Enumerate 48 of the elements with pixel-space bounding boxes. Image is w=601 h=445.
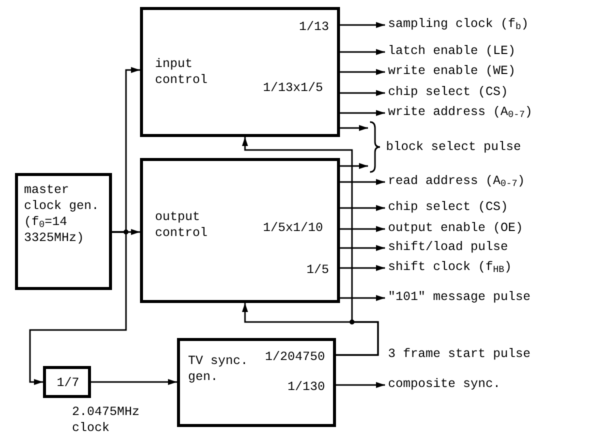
- arrow: [340, 69, 385, 75]
- arrow: [340, 49, 385, 55]
- arrow: [340, 265, 385, 271]
- clock-note: 2.0475MHz clock: [72, 404, 141, 436]
- signal-label: 3 frame start pulse: [388, 346, 531, 362]
- signal-label: latch enable (LE): [388, 43, 516, 59]
- arrow: [340, 295, 385, 301]
- signal-label: write address (A$_{0-7}$): [388, 104, 532, 120]
- division-ratio: 1/13: [298, 19, 329, 35]
- arrow: [340, 226, 385, 232]
- generator-block: [177, 338, 336, 427]
- generator-block: [15, 173, 112, 290]
- arrow: [340, 245, 385, 251]
- arrow: [336, 382, 385, 388]
- arrow: [340, 205, 385, 211]
- block-label: TV sync. gen.: [188, 353, 248, 385]
- division-ratio: 1/204750: [264, 349, 325, 365]
- divider-block: [43, 366, 91, 398]
- block-label: output control: [155, 209, 209, 241]
- block-label: master clock gen. (f$_{0}$=14 3325MHz): [24, 182, 100, 246]
- control-block: [140, 7, 340, 137]
- signal-label: read address (A$_{0-7}$): [388, 173, 525, 189]
- arrow: [340, 125, 368, 131]
- arrow: [340, 90, 385, 96]
- arrow: [340, 22, 385, 28]
- signal-label: chip select (CS): [388, 199, 508, 215]
- signal-label: write enable (WE): [388, 63, 516, 79]
- arrow: [340, 163, 368, 169]
- division-ratio: 1/5x1/10: [262, 220, 323, 236]
- signal-label: "101" message pulse: [388, 289, 531, 305]
- arrow: [91, 379, 177, 385]
- signal-label: output enable (OE): [388, 220, 524, 236]
- signal-label: composite sync.: [388, 376, 501, 392]
- arrow: [29, 231, 127, 385]
- arrow: [242, 303, 379, 356]
- arrow: [340, 110, 385, 116]
- signal-label: shift clock (f$_{HB}$): [388, 259, 512, 275]
- signal-label: chip select (CS): [388, 84, 508, 100]
- signal-label: shift/load pulse: [388, 239, 508, 255]
- signal-label: sampling clock (f$_{b}$): [388, 16, 529, 32]
- control-block: [140, 158, 340, 303]
- division-ratio: 1/130: [287, 379, 325, 395]
- division-ratio: 1/5: [306, 262, 329, 278]
- block-label: input control: [155, 56, 209, 88]
- signal-label: block select pulse: [386, 139, 522, 155]
- arrow: [340, 179, 385, 185]
- division-ratio: 1/13x1/5: [262, 80, 323, 96]
- block-label: 1/7: [56, 375, 80, 391]
